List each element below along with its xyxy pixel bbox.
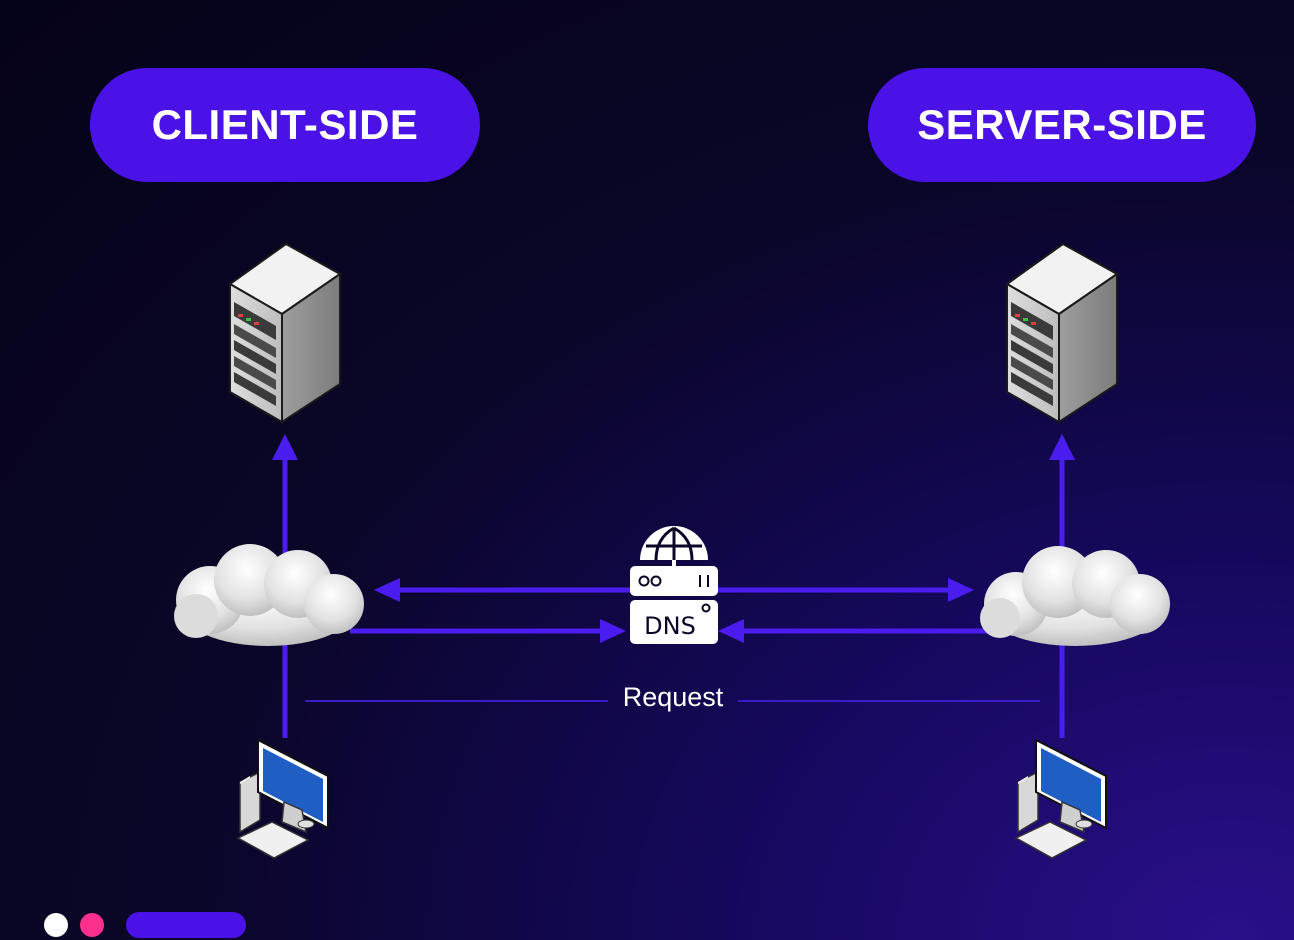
client-side-label: CLIENT-SIDE xyxy=(90,68,480,182)
indicator-dot-white xyxy=(44,913,68,937)
dns-text: DNS xyxy=(644,612,696,640)
client-to-dns-arrow xyxy=(350,619,626,643)
indicator-bar xyxy=(126,912,246,938)
server-side-server-icon xyxy=(1005,242,1119,424)
server-side-label: SERVER-SIDE xyxy=(868,68,1256,182)
dns-icon: DNS xyxy=(630,526,718,644)
server-cloud-icon xyxy=(980,546,1170,646)
client-computer-icon xyxy=(236,738,329,859)
request-label: Request xyxy=(622,682,724,712)
server-computer-icon xyxy=(1014,738,1107,859)
slide-indicator xyxy=(44,912,246,938)
globe-icon xyxy=(640,526,708,566)
indicator-dot-pink xyxy=(80,913,104,937)
client-cloud-icon xyxy=(174,544,364,646)
server-to-dns-arrow xyxy=(718,619,995,643)
client-server-icon xyxy=(228,242,342,424)
